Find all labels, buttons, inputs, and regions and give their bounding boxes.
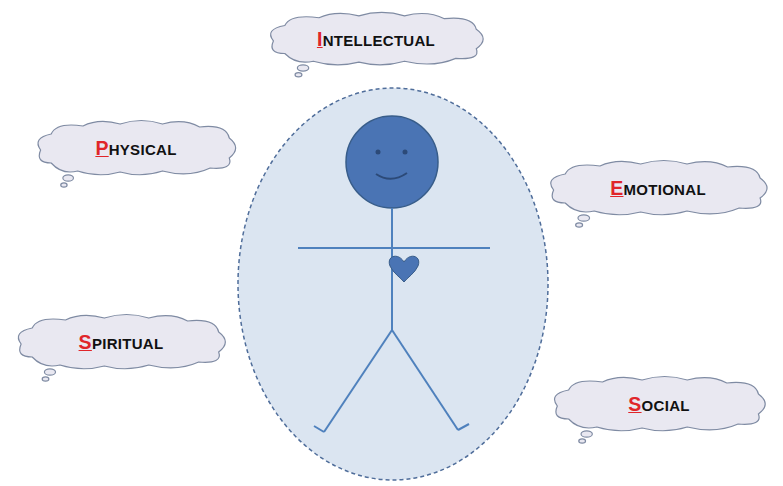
left-foot [314, 426, 324, 432]
right-leg [392, 330, 458, 430]
thought-cloud: EMOTIONAL [542, 158, 774, 218]
head [346, 116, 438, 208]
thought-cloud: INTELLECTUAL [262, 10, 490, 68]
arms-line [298, 247, 490, 249]
eye [376, 150, 381, 155]
thought-cloud: SOCIAL [546, 374, 772, 434]
heart [389, 256, 419, 282]
thought-cloud: PHYSICAL [30, 118, 242, 178]
wellness-label: SPIRITUAL [79, 331, 164, 354]
thought-cloud: SPIRITUAL [10, 312, 232, 372]
wellness-label: SOCIAL [628, 393, 689, 416]
wellness-label: PHYSICAL [95, 137, 176, 160]
right-foot [458, 424, 469, 430]
self-ellipse [238, 88, 548, 480]
wellness-label: INTELLECTUAL [317, 28, 435, 51]
wellness-label: EMOTIONAL [610, 177, 706, 200]
smile [376, 173, 407, 179]
eye [403, 150, 408, 155]
left-leg [324, 330, 392, 432]
